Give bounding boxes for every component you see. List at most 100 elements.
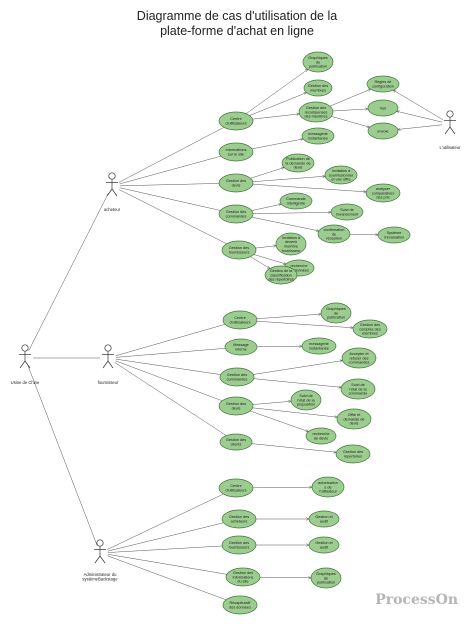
association-line xyxy=(253,360,343,375)
use-case-label: instantanée xyxy=(309,346,329,350)
use-case-ellipse xyxy=(275,232,307,256)
use-case-label: Graphiques xyxy=(308,56,328,60)
association-line xyxy=(332,108,369,112)
association-line xyxy=(107,555,227,601)
actor-fournisseur[interactable]: fournisseur xyxy=(98,344,119,385)
association-line xyxy=(107,545,223,553)
use-case-ellipse xyxy=(366,75,400,93)
use-case-u-envoi[interactable]: envoie xyxy=(367,122,399,140)
use-case-label: l'état de la xyxy=(297,398,315,402)
use-case-label: intelligente xyxy=(287,201,305,205)
actor-utilisateur[interactable]: L'utilisateur xyxy=(439,110,461,150)
use-case-ellipse xyxy=(225,567,261,587)
association-line xyxy=(251,216,320,232)
use-case-label: Centre xyxy=(230,484,241,488)
use-case-ellipse xyxy=(279,192,313,210)
use-case-ellipse xyxy=(218,204,254,224)
use-case-ellipse xyxy=(219,433,253,451)
association-line xyxy=(329,88,371,107)
use-case-u-voir[interactable]: Voir xyxy=(367,99,399,117)
title-line-1: Diagramme de cas d'utilisation de la xyxy=(136,9,338,23)
actor-head xyxy=(108,172,116,180)
use-case-ellipse xyxy=(305,427,337,445)
use-case-label: la demande de xyxy=(285,161,310,165)
use-case-label: sur le site xyxy=(228,152,244,156)
actor-acheteur[interactable]: acheteur xyxy=(104,172,121,212)
use-case-label: récompenses xyxy=(305,110,328,114)
use-case-label: d'utilisateurs xyxy=(226,121,247,125)
use-case-label: Graphiques xyxy=(316,572,336,576)
association-line xyxy=(28,193,109,351)
use-case-ellipse xyxy=(336,408,372,430)
use-case-ellipse xyxy=(330,203,364,221)
use-case-ellipse xyxy=(377,226,411,244)
use-case-label: devis xyxy=(232,406,241,410)
use-case-label: publication xyxy=(317,581,335,585)
use-case-ellipse xyxy=(218,142,254,162)
association-line xyxy=(256,313,322,320)
actor-label: acheteur xyxy=(104,207,121,212)
association-line xyxy=(251,443,337,453)
processon-watermark: ProcessOn xyxy=(375,592,458,608)
association-line xyxy=(107,522,224,552)
use-case-ellipse xyxy=(310,567,342,589)
actor-label: systèmeBackstage xyxy=(82,577,118,582)
use-case-label: Gestion de la xyxy=(270,269,293,273)
actor-usine[interactable]: Usine de Chine xyxy=(11,344,40,385)
use-case-label: comparatives xyxy=(372,191,395,195)
use-case-ellipse xyxy=(221,509,257,529)
use-case-label: Invitation à xyxy=(282,236,301,240)
actor-label: Usine de Chine xyxy=(11,380,40,385)
use-case-a-suivi-avanc[interactable]: Suivi del'avancement xyxy=(330,203,364,221)
use-case-label: confirmation xyxy=(324,228,345,232)
use-case-label: proposition xyxy=(297,403,316,407)
use-case-label: répertoires xyxy=(344,454,362,458)
use-case-label: Voir xyxy=(380,106,387,110)
actor-head xyxy=(96,539,104,547)
use-case-label: refuser des xyxy=(350,356,369,360)
